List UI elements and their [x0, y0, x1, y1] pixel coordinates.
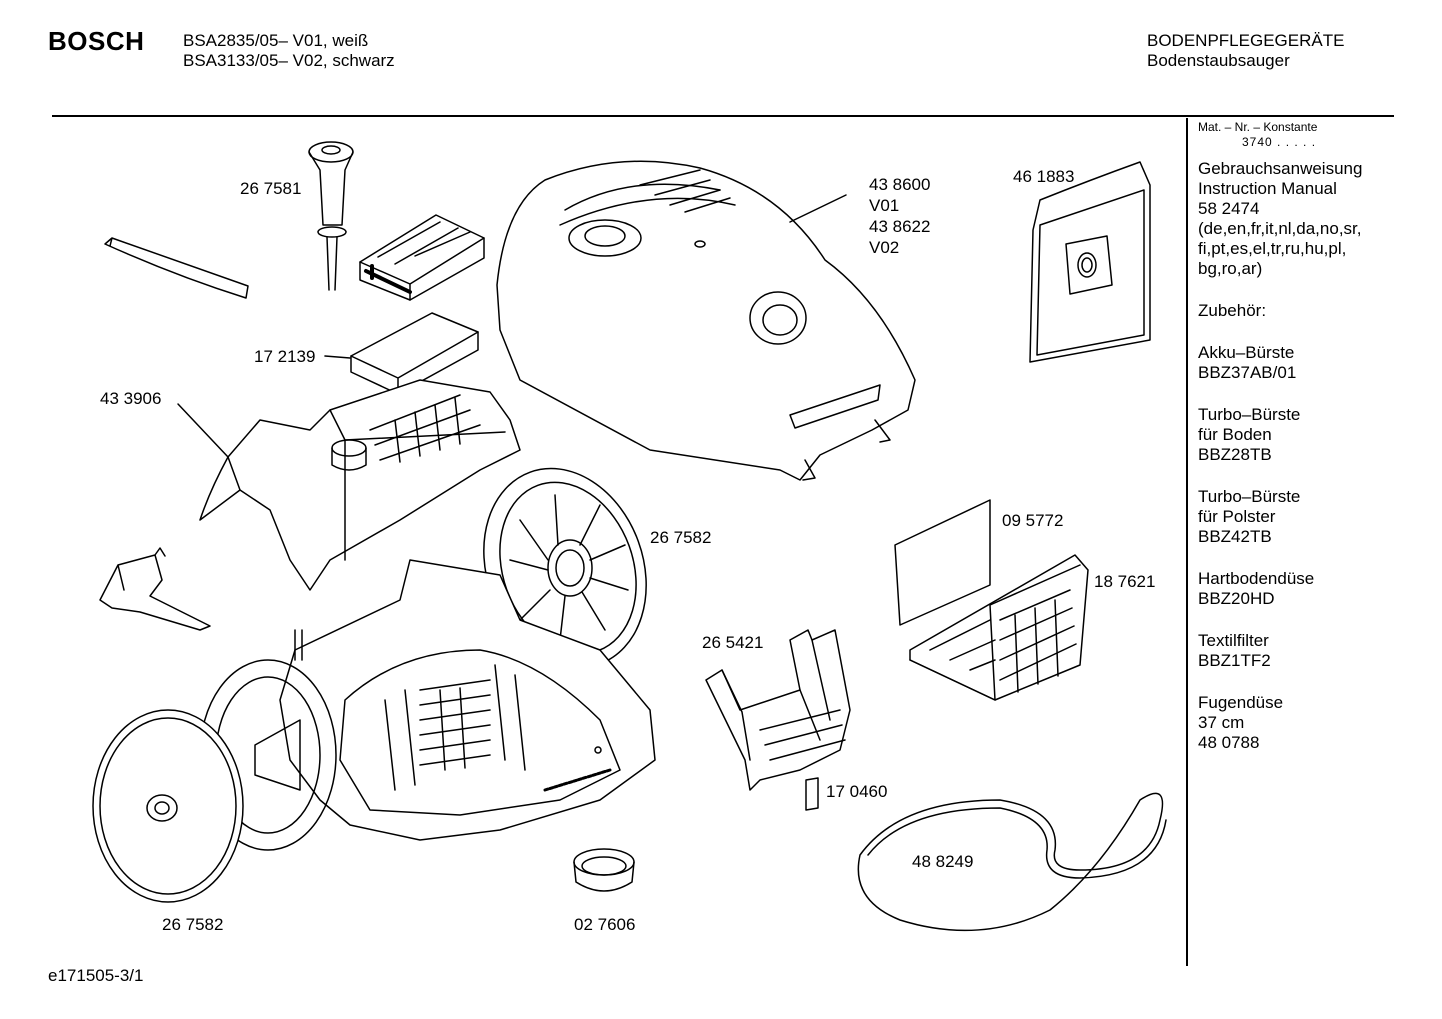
manual-line: 58 2474	[1198, 199, 1260, 218]
part-number-label: 17 2139	[254, 347, 316, 366]
manual-line: Gebrauchsanweisung	[1198, 159, 1363, 178]
sidebar-divider	[1186, 118, 1188, 966]
motor-cover-part	[178, 380, 520, 590]
ring-part	[574, 849, 634, 891]
part-number-label: 43 8600	[869, 175, 931, 194]
part-number-label: 18 7621	[1094, 572, 1156, 591]
manual-line: fi,pt,es,el,tr,ru,hu,pl,	[1198, 239, 1347, 258]
accessory-line: Fugendüse	[1198, 693, 1284, 712]
dust-bag-part	[1030, 162, 1150, 362]
accessory-item: Turbo–Bürste für Polster BBZ42TB	[1198, 487, 1362, 547]
part-number-label: 17 0460	[826, 782, 888, 801]
part-number-label: 26 7581	[240, 179, 302, 198]
category-heading: BODENPFLEGEGERÄTE Bodenstaubsauger	[1147, 31, 1344, 71]
part-number-label: 48 8249	[912, 852, 974, 871]
clip-part	[806, 778, 818, 810]
accessory-line: BBZ37AB/01	[1198, 363, 1297, 382]
category-title: BODENPFLEGEGERÄTE	[1147, 31, 1345, 50]
manual-line: Instruction Manual	[1198, 179, 1337, 198]
mat-value: 3740 . . . . .	[1242, 135, 1317, 149]
belt-part	[858, 793, 1162, 930]
part-number-label: 26 7582	[162, 915, 224, 934]
part-number-label: 09 5772	[1002, 511, 1064, 530]
accessory-line: BBZ20HD	[1198, 589, 1275, 608]
model-list: BSA2835/05– V01, weiß BSA3133/05– V02, s…	[183, 31, 395, 71]
filter-pad-part	[325, 313, 478, 394]
accessory-line: Hartbodendüse	[1198, 569, 1315, 588]
mat-label: Mat. – Nr. – Konstante	[1198, 120, 1318, 134]
part-number-label: 26 7582	[650, 528, 712, 547]
part-number-label: 43 3906	[100, 389, 162, 408]
filter-frame-part	[895, 500, 1088, 700]
accessory-item: Hartbodendüse BBZ20HD	[1198, 569, 1362, 609]
accessory-item: Turbo–Bürste für Boden BBZ28TB	[1198, 405, 1362, 465]
accessory-line: Turbo–Bürste	[1198, 487, 1301, 506]
accessories-heading: Zubehör:	[1198, 301, 1267, 320]
part-number-label: 43 8600 V01 43 8622 V02	[869, 174, 930, 258]
accessory-line: BBZ42TB	[1198, 527, 1272, 546]
belt-part	[868, 808, 1166, 878]
part-number-label: 46 1883	[1013, 167, 1075, 186]
header-divider	[52, 115, 1394, 117]
accessory-line: 48 0788	[1198, 733, 1260, 752]
accessory-item: Fugendüse 37 cm 48 0788	[1198, 693, 1362, 753]
variant-label: V01	[869, 196, 900, 215]
manual-line: (de,en,fr,it,nl,da,no,sr,	[1198, 219, 1362, 238]
accessory-line: für Boden	[1198, 425, 1272, 444]
part-number-label: 26 5421	[702, 633, 764, 652]
main-body-part	[280, 560, 655, 840]
accessory-item: Akku–Bürste BBZ37AB/01	[1198, 343, 1362, 383]
accessory-line: 37 cm	[1198, 713, 1245, 732]
accessory-line: Akku–Bürste	[1198, 343, 1295, 362]
bag-holder-part	[706, 630, 850, 790]
model-line: BSA3133/05– V02, schwarz	[183, 51, 395, 70]
manual-line: bg,ro,ar)	[1198, 259, 1263, 278]
part-number-label: 02 7606	[574, 915, 636, 934]
accessory-line: Turbo–Bürste	[1198, 405, 1301, 424]
top-housing-part	[497, 161, 915, 480]
brand-logo: BOSCH	[48, 26, 145, 56]
bracket-part	[100, 548, 210, 630]
model-line: BSA2835/05– V01, weiß	[183, 31, 369, 50]
accessory-line: BBZ1TF2	[1198, 651, 1271, 670]
sidebar: Mat. – Nr. – Konstante 3740 . . . . . Ge…	[1198, 120, 1362, 753]
manual-block: Gebrauchsanweisung Instruction Manual 58…	[1198, 159, 1362, 279]
accessory-line: für Polster	[1198, 507, 1276, 526]
variant-label: V02	[869, 238, 900, 257]
hose-connector-part	[309, 142, 353, 290]
document-id: e171505-3/1	[48, 966, 144, 985]
category-subtitle: Bodenstaubsauger	[1147, 51, 1290, 70]
front-wheel-part	[93, 710, 243, 902]
accessory-item: Textilfilter BBZ1TF2	[1198, 631, 1362, 671]
mat-number: Mat. – Nr. – Konstante 3740 . . . . .	[1198, 120, 1362, 150]
part-number-label: 43 8622	[869, 217, 931, 236]
filter-holder-part	[360, 215, 484, 300]
seal-strip-part	[105, 238, 248, 298]
accessory-line: BBZ28TB	[1198, 445, 1272, 464]
accessory-line: Textilfilter	[1198, 631, 1269, 650]
